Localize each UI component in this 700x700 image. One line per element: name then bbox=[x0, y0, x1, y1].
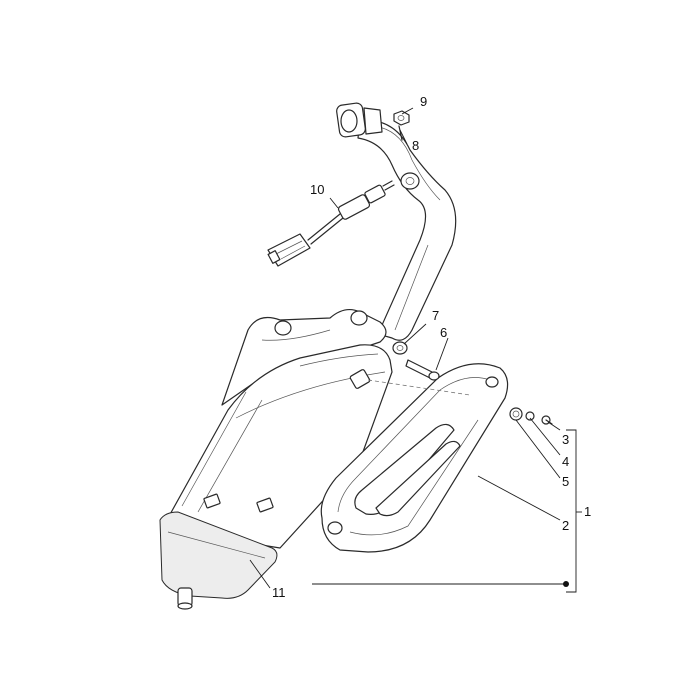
bolt-part-6 bbox=[405, 359, 440, 381]
callout-4: 4 bbox=[562, 454, 569, 469]
washer-part-7 bbox=[392, 341, 408, 355]
heat-shield-part-2 bbox=[320, 363, 509, 553]
callout-1: 1 bbox=[584, 504, 591, 519]
callout-2: 2 bbox=[562, 518, 569, 533]
callout-6: 6 bbox=[440, 325, 447, 340]
callout-3: 3 bbox=[562, 432, 569, 447]
washer-part-4 bbox=[525, 411, 535, 421]
callout-10: 10 bbox=[310, 182, 324, 197]
callout-8: 8 bbox=[412, 138, 419, 153]
callout-9: 9 bbox=[420, 94, 427, 109]
callout-5: 5 bbox=[562, 474, 569, 489]
washer-part-5 bbox=[509, 407, 523, 421]
nut-part-9 bbox=[393, 110, 410, 126]
exhaust-header-pipe bbox=[336, 102, 457, 341]
reference-dot bbox=[563, 581, 569, 587]
muffler-body-part-11 bbox=[159, 308, 393, 610]
callout-7: 7 bbox=[432, 308, 439, 323]
leader-lines bbox=[249, 107, 582, 593]
screw-part-3 bbox=[541, 415, 553, 425]
assembly-dashed-line bbox=[367, 379, 471, 396]
lambda-sensor-part-10 bbox=[267, 180, 395, 267]
stud-part-8 bbox=[398, 125, 403, 141]
callout-11: 11 bbox=[272, 585, 286, 600]
